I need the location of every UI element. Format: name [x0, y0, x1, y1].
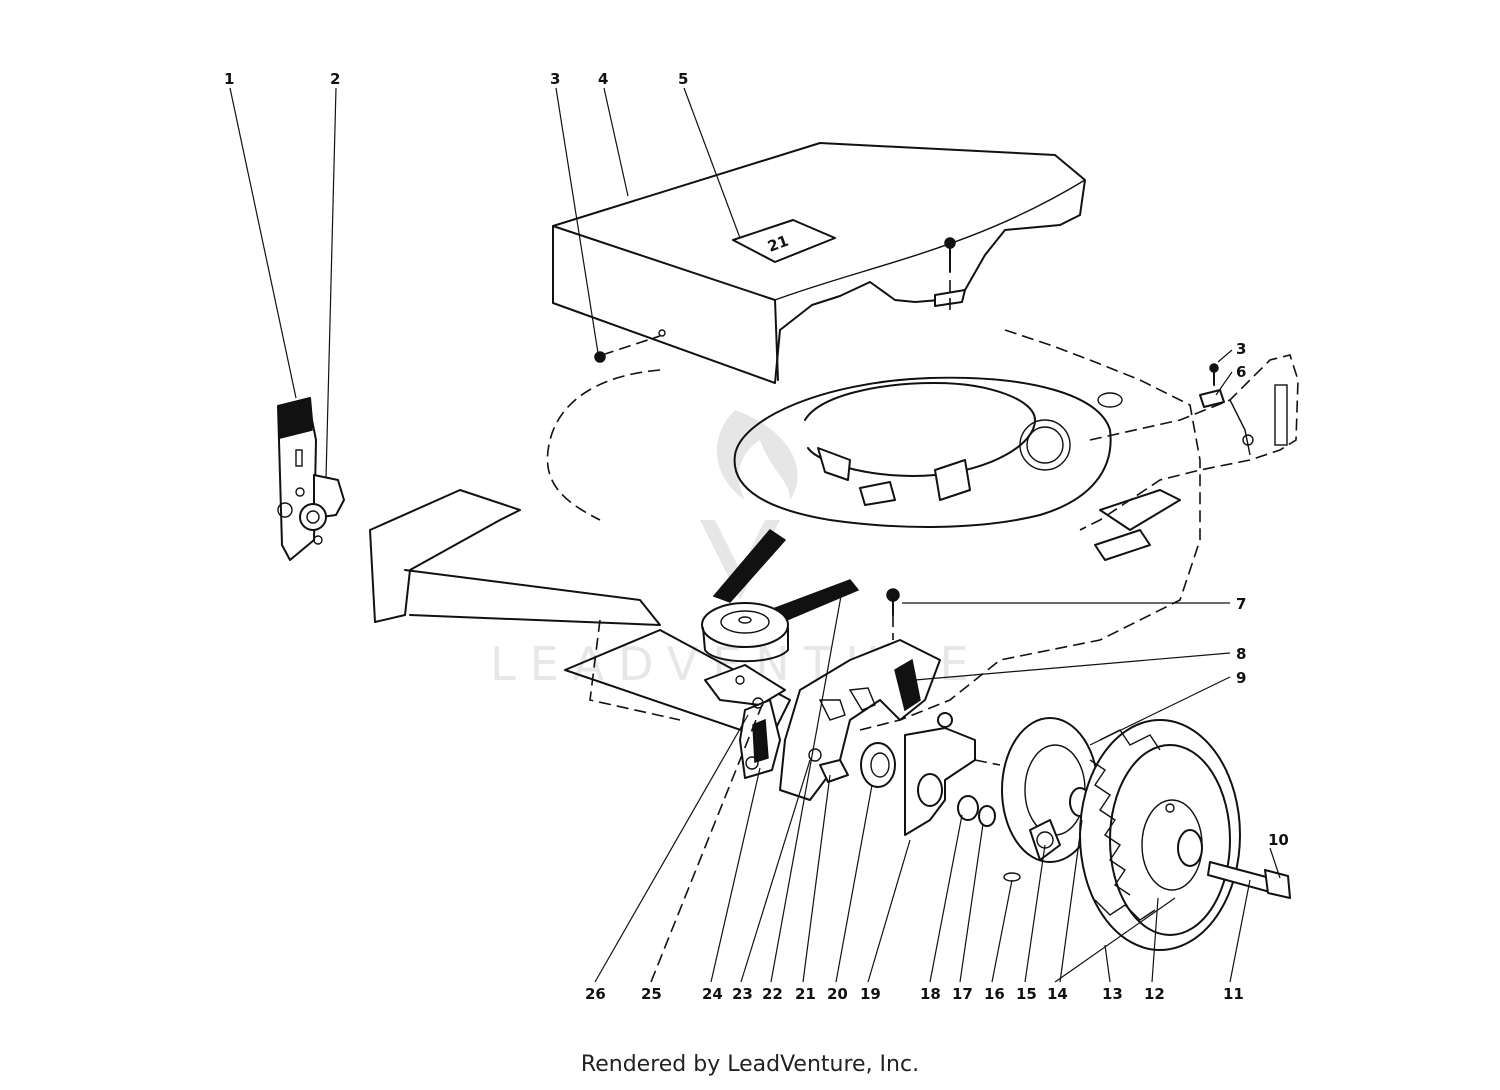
callout-10: 10: [1268, 831, 1289, 849]
drive-belt: [712, 529, 787, 603]
leader-lines: [229, 87, 1281, 983]
callout-3: 3: [550, 70, 560, 88]
callout-16: 16: [984, 985, 1005, 1003]
callout-2: 2: [330, 70, 340, 88]
callout-numbers: 1 2 3 4 5 3 6 7 8 9 10 11 12 13 14 15 16…: [224, 70, 1289, 1003]
callout-6: 6: [1236, 363, 1246, 381]
callout-20: 20: [827, 985, 848, 1003]
callout-21: 21: [795, 985, 816, 1003]
callout-5: 5: [678, 70, 688, 88]
callout-17: 17: [952, 985, 973, 1003]
footer-credit: Rendered by LeadVenture, Inc.: [580, 1052, 920, 1077]
hood-badge-plate: [732, 219, 836, 263]
callout-3b: 3: [1236, 340, 1246, 358]
adjuster-knob-part-1: [277, 397, 313, 439]
callout-24: 24: [702, 985, 723, 1003]
callout-8: 8: [1236, 645, 1246, 663]
pulley: [701, 602, 789, 648]
callout-7: 7: [1236, 595, 1246, 613]
callout-12: 12: [1144, 985, 1165, 1003]
callout-23: 23: [732, 985, 753, 1003]
callout-13: 13: [1102, 985, 1123, 1003]
wheel-assembly: [1001, 717, 1291, 951]
bracket-tab: [894, 658, 921, 712]
callout-22: 22: [762, 985, 783, 1003]
height-adjuster-bracket: [277, 397, 345, 561]
callout-1: 1: [224, 70, 234, 88]
engine-hood: 21: [552, 142, 1086, 384]
callout-18: 18: [920, 985, 941, 1003]
wheel-bracket: [886, 588, 1021, 882]
callout-26: 26: [585, 985, 606, 1003]
callout-11: 11: [1223, 985, 1244, 1003]
callout-9: 9: [1236, 669, 1246, 687]
callout-25: 25: [641, 985, 662, 1003]
callout-4: 4: [598, 70, 608, 88]
callout-15: 15: [1016, 985, 1037, 1003]
mower-deck: [369, 329, 1299, 741]
callout-19: 19: [860, 985, 881, 1003]
pulley-and-belt: [701, 529, 860, 706]
callout-14: 14: [1047, 985, 1068, 1003]
